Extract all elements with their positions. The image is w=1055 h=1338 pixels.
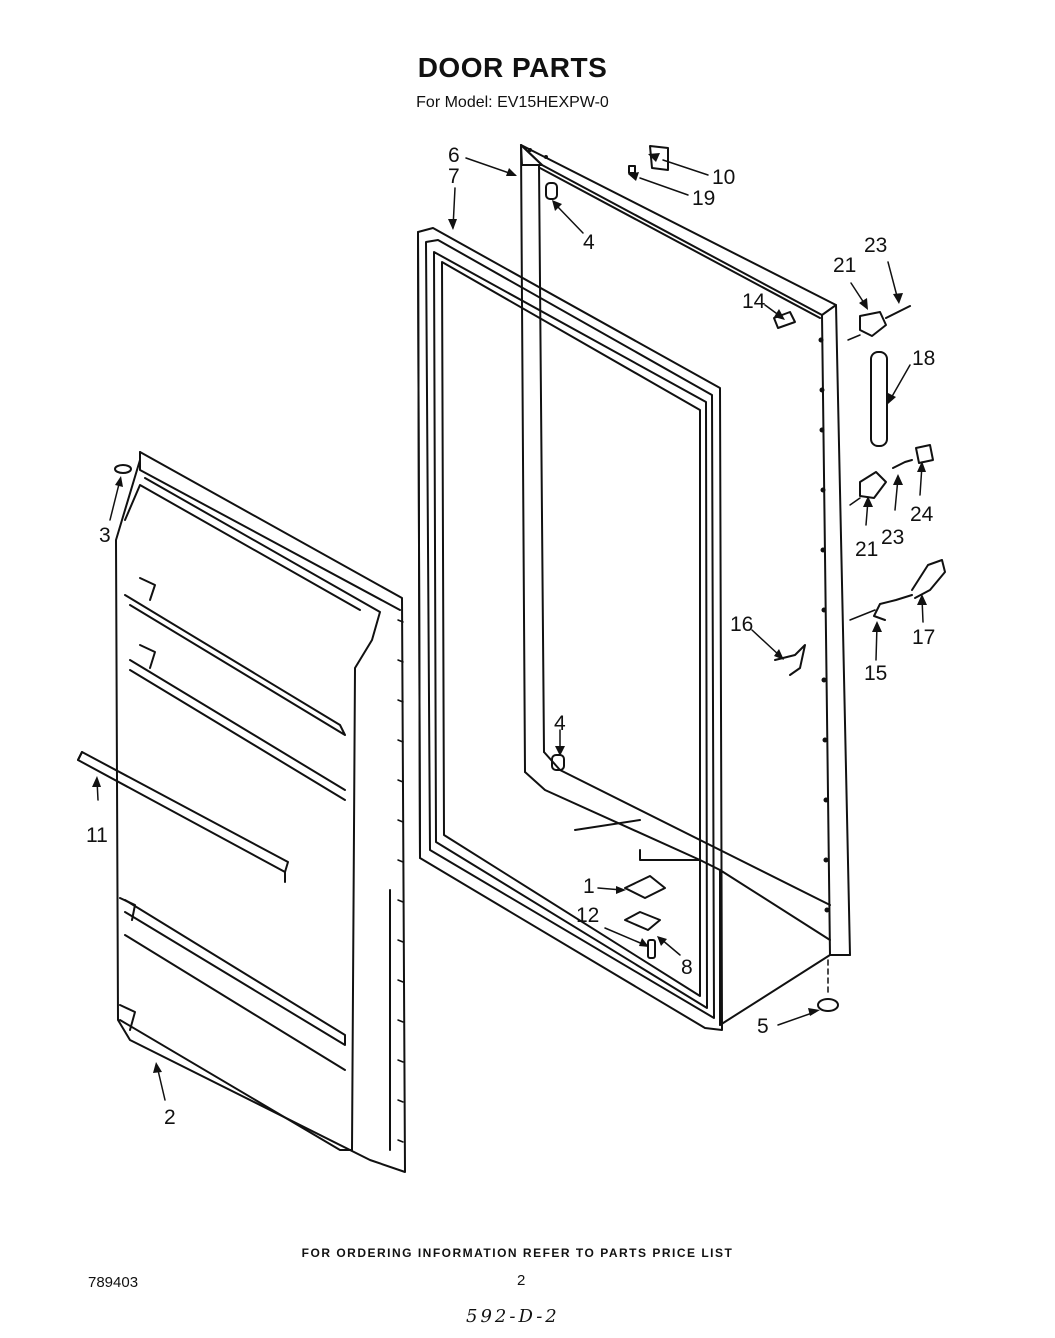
callout-7: 7: [448, 165, 460, 188]
rod-part-18: [870, 351, 888, 447]
screw-part-23-bottom: [892, 459, 913, 469]
cap-part-24: [915, 444, 934, 464]
document-number: 789403: [88, 1274, 139, 1291]
ordering-note: FOR ORDERING INFORMATION REFER TO PARTS …: [301, 1246, 734, 1260]
callout-17: 17: [912, 626, 935, 649]
callout-3: 3: [99, 524, 111, 547]
outer-door-panel: [520, 144, 851, 1026]
callout-19: 19: [692, 187, 715, 210]
callout-6: 6: [448, 144, 460, 167]
inner-door-liner: [115, 451, 406, 1173]
callout-21-bottom: 21: [855, 538, 878, 561]
callout-4-top: 4: [583, 231, 595, 254]
callout-5: 5: [757, 1015, 769, 1038]
callout-16: 16: [730, 613, 753, 636]
lock-link-part-17: [911, 559, 946, 599]
callout-15: 15: [864, 662, 887, 685]
small-parts: [114, 145, 946, 1012]
callout-10: 10: [712, 166, 735, 189]
strike-part-16: [774, 644, 806, 676]
callout-24: 24: [910, 503, 934, 526]
screw-part-8: [647, 939, 656, 959]
callout-2: 2: [164, 1106, 176, 1129]
callout-14: 14: [742, 290, 766, 313]
handwritten-note: 592-D-2: [466, 1306, 560, 1327]
callout-23-top: 23: [864, 234, 887, 257]
screw-part-23-top: [885, 305, 911, 319]
hinge-part-21-top: [859, 311, 887, 337]
hinge-part-21-bottom: [859, 471, 887, 499]
callout-8: 8: [681, 956, 693, 979]
callout-12: 12: [576, 904, 599, 927]
shelf-retainer-bar: [77, 751, 289, 883]
callout-4-bottom: 4: [554, 712, 566, 735]
door-gasket: [417, 227, 723, 1031]
block-part-10: [649, 145, 669, 171]
bracket-part-14: [773, 311, 796, 329]
latch-rod-part-15: [873, 594, 913, 621]
plug-part-3: [114, 464, 132, 474]
page-number: 2: [517, 1272, 526, 1289]
callout-labels: 6 7 10 19 4 23 21 14 18 24 21 23 17 16 1…: [86, 144, 935, 1129]
spacer-part-4-bottom: [551, 754, 565, 771]
foot-part-5: [817, 998, 839, 1012]
bracket-part-12: [624, 911, 661, 931]
callout-21-top: 21: [833, 254, 856, 277]
leader-arrowheads: [92, 153, 927, 1073]
spacer-part-4-top: [545, 182, 558, 200]
model-subtitle: For Model: EV15HEXPW-0: [416, 94, 609, 111]
callout-18: 18: [912, 347, 935, 370]
callout-1: 1: [583, 875, 595, 898]
clip-part-19: [628, 165, 636, 174]
page-title: DOOR PARTS: [417, 52, 608, 83]
callout-11: 11: [86, 824, 108, 847]
cam-part-1: [624, 875, 666, 899]
callout-23-bottom: 23: [881, 526, 904, 549]
